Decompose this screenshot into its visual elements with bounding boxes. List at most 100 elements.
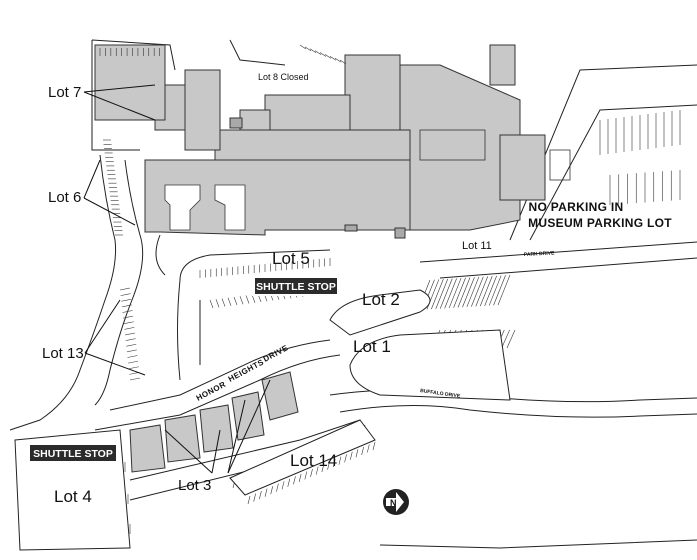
parking-stall-line <box>239 296 244 305</box>
parking-stall-line <box>299 44 307 50</box>
label-lot-13: Lot 13 <box>42 345 84 362</box>
parking-stall-line <box>309 48 317 53</box>
north-arrow-letter: N <box>390 498 397 508</box>
parking-stall-line <box>332 459 336 468</box>
parking-stall-line <box>126 343 137 347</box>
street-drive: DRIVE <box>262 343 290 364</box>
label-lot-7: Lot 7 <box>48 84 81 101</box>
street-buffalo-drive: BUFFALO DRIVE <box>420 388 461 400</box>
parking-stall-line <box>121 298 132 302</box>
parking-stall-line <box>457 277 471 308</box>
parking-stall-line <box>247 495 251 505</box>
parking-stall-line <box>497 274 511 306</box>
parking-stall-line <box>329 56 337 61</box>
parking-stall-line <box>367 444 370 453</box>
label-lot-14: Lot 14 <box>290 451 337 470</box>
lot3-buildings <box>129 371 299 473</box>
parking-stall-line <box>287 478 291 487</box>
lot-labels: Lot 7 Lot 6 Lot 8 Closed Lot 5 Lot 11 Lo… <box>42 72 492 506</box>
parking-stall-line <box>349 451 353 460</box>
label-lot-5: Lot 5 <box>272 249 310 268</box>
parking-stall-line <box>462 277 475 308</box>
parking-stall-line <box>293 476 296 485</box>
parking-stall-line <box>484 275 497 306</box>
parking-stall-line <box>444 278 457 309</box>
shuttle-stop-label-lower: SHUTTLE STOP <box>33 448 113 460</box>
parking-stall-line <box>453 277 466 308</box>
parking-stall-line <box>123 321 134 325</box>
parking-stall-line <box>251 294 256 303</box>
parking-stall-line <box>493 275 506 306</box>
lot1-area <box>349 329 511 401</box>
label-lot-8: Lot 8 Closed <box>258 72 309 82</box>
parking-stall-line <box>471 276 484 307</box>
parking-stall-line <box>321 464 325 473</box>
parking-stall-line <box>338 456 342 465</box>
parking-stall-line <box>215 299 220 308</box>
parking-stall-line <box>324 54 332 59</box>
parking-stall-line <box>126 349 137 353</box>
parking-stall-line <box>124 332 136 336</box>
parking-stall-line <box>304 471 308 480</box>
label-leader-lines <box>83 84 271 474</box>
parking-stall-line <box>124 327 135 330</box>
parking-stall-line <box>233 296 238 306</box>
parking-stall-line <box>479 275 493 307</box>
parking-stall-line <box>298 473 302 482</box>
parking-stall-line <box>315 466 319 475</box>
no-parking-notice: NO PARKING IN MUSEUM PARKING LOT <box>528 200 672 230</box>
parking-stall-line <box>270 486 274 495</box>
parking-stall-line <box>120 293 131 296</box>
parking-stall-line <box>221 298 226 307</box>
parking-stall-line <box>209 299 214 309</box>
parking-stall-line <box>128 360 139 364</box>
lot14-area <box>229 419 376 496</box>
parking-stall-line <box>310 468 313 478</box>
label-lot-3: Lot 3 <box>178 477 211 494</box>
parking-stall-line <box>264 488 268 497</box>
parking-stall-line <box>121 304 132 308</box>
label-lot-4: Lot 4 <box>54 487 92 506</box>
parking-stall-line <box>259 491 262 500</box>
parking-stall-line <box>304 46 312 52</box>
parking-stall-line <box>314 50 322 55</box>
parking-stall-line <box>123 315 134 319</box>
parking-stall-line <box>439 278 453 309</box>
parking-stall-line <box>276 483 279 492</box>
road-network <box>9 39 697 549</box>
street-park-drive: PARK DRIVE <box>524 250 555 258</box>
parking-stall-line <box>339 59 347 65</box>
label-lot-11: Lot 11 <box>462 240 492 252</box>
parking-stall-line <box>125 338 136 341</box>
parking-stall-line <box>488 275 502 306</box>
building-complex <box>94 44 571 239</box>
parking-stall-line <box>344 454 347 463</box>
parking-stall-line <box>119 287 131 291</box>
parking-stall-line <box>122 310 133 313</box>
parking-stall-line <box>281 481 285 490</box>
label-lot-1: Lot 1 <box>353 337 391 356</box>
lot2-area <box>329 289 431 336</box>
shuttle-stop-label-upper: SHUTTLE STOP <box>256 281 336 293</box>
parking-stall-line <box>448 277 462 309</box>
parking-stall-line <box>372 441 376 451</box>
parking-stall-line <box>355 449 359 458</box>
north-arrow-icon: N <box>383 489 409 515</box>
parking-stall-line <box>501 329 510 349</box>
parking-stall-line <box>129 377 141 381</box>
parking-stall-line <box>435 278 449 310</box>
parking-stall-line <box>334 57 342 63</box>
parking-stall-line <box>327 461 330 470</box>
street-honor: HONOR <box>195 380 228 403</box>
parking-stall-line <box>431 279 444 310</box>
parking-stall-line <box>361 446 364 455</box>
shuttle-stop-upper: SHUTTLE STOP <box>252 276 340 296</box>
parking-stall-line <box>506 329 516 349</box>
parking-stall-line <box>245 295 250 304</box>
no-parking-line-1: NO PARKING IN <box>528 200 623 214</box>
no-parking-line-2: MUSEUM PARKING LOT <box>528 216 672 230</box>
parking-stall-line <box>475 276 489 307</box>
parking-stall-line <box>128 366 139 370</box>
